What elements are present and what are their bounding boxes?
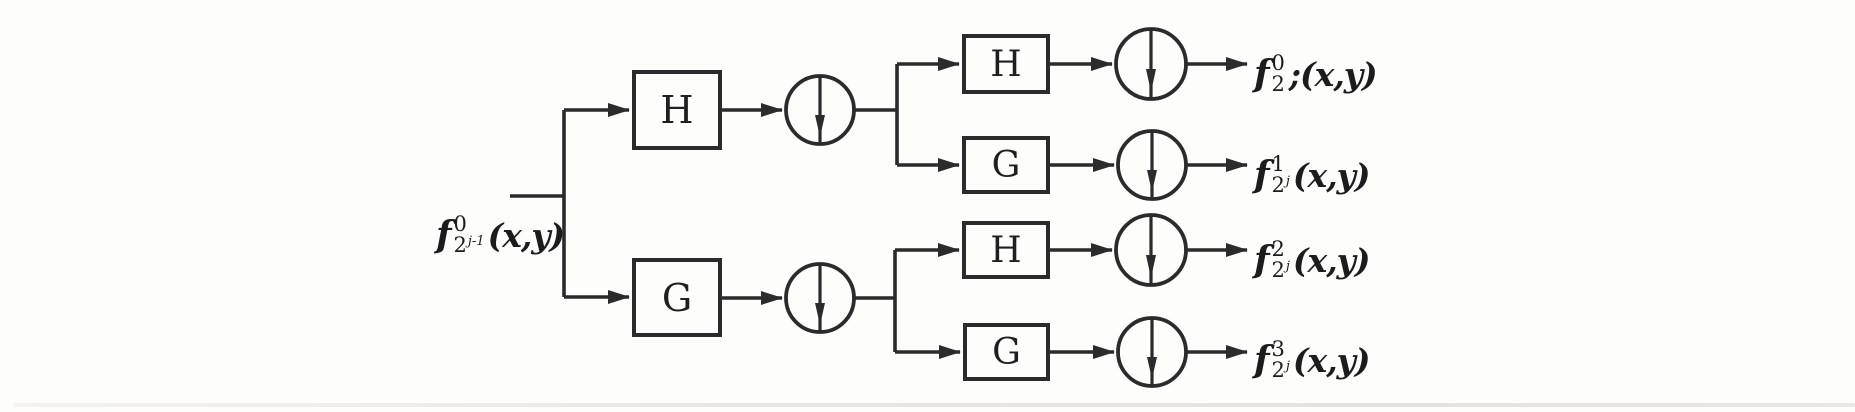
- filter-box-h2: H: [962, 34, 1050, 94]
- output2-args: (x,y): [1292, 155, 1371, 195]
- output3-superscript: 2: [1271, 236, 1285, 261]
- output4-subscript-exponent: j: [1285, 358, 1290, 374]
- output1-f: f: [1254, 53, 1270, 95]
- output4-scripts: 3 2j: [1271, 336, 1290, 382]
- filter-box-g1: G: [632, 258, 722, 337]
- output4-args: (x,y): [1292, 340, 1371, 380]
- filter-box-h1-label: H: [660, 88, 694, 132]
- input-label-scripts: 0 2j-1: [453, 211, 485, 257]
- filter-box-g2: G: [962, 136, 1050, 194]
- input-label-subscript-exponent: j-1: [467, 233, 485, 249]
- input-label-args: (x,y): [487, 215, 566, 255]
- output4-subscript: 2j: [1271, 357, 1290, 382]
- downsample-icon-3: [1114, 27, 1188, 101]
- output1-args: ;(x,y): [1288, 54, 1378, 94]
- filter-box-g3: G: [963, 323, 1050, 381]
- output4-f: f: [1254, 339, 1270, 381]
- output3-f: f: [1254, 239, 1270, 281]
- input-label-subscript: 2j-1: [453, 232, 485, 257]
- filter-box-g3-label: G: [992, 331, 1021, 373]
- output1-scripts: 0 2: [1271, 50, 1286, 96]
- output1-superscript: 0: [1271, 50, 1285, 75]
- page-scan-rule: [14, 403, 1855, 407]
- downsample-icon-4: [1116, 129, 1188, 201]
- output-label-4: f 3 2j (x,y): [1254, 328, 1371, 392]
- filter-box-g2-label: G: [991, 144, 1021, 186]
- output1-subscript: 2: [1271, 71, 1285, 96]
- output-label-2: f 1 2j (x,y): [1254, 143, 1371, 207]
- filter-box-h3: H: [962, 221, 1050, 279]
- output2-subscript-exponent: j: [1285, 173, 1290, 189]
- input-label-f: f: [436, 214, 452, 256]
- output2-superscript: 1: [1271, 151, 1285, 176]
- filter-box-h3-label: H: [990, 229, 1022, 271]
- output2-scripts: 1 2j: [1271, 151, 1290, 197]
- output2-subscript: 2j: [1271, 172, 1290, 197]
- output3-subscript-exponent: j: [1285, 258, 1290, 274]
- downsample-icon-6: [1116, 316, 1188, 388]
- downsample-icon-5: [1114, 213, 1188, 287]
- downsample-icon-2: [784, 262, 856, 334]
- filter-box-h1: H: [632, 70, 722, 150]
- filter-box-h2-label: H: [990, 43, 1022, 85]
- input-label-superscript: 0: [453, 211, 467, 236]
- output2-f: f: [1254, 154, 1270, 196]
- output-label-3: f 2 2j (x,y): [1254, 228, 1371, 292]
- output3-args: (x,y): [1292, 240, 1371, 280]
- output3-scripts: 2 2j: [1271, 236, 1290, 282]
- output3-subscript: 2j: [1271, 257, 1290, 282]
- output4-superscript: 3: [1271, 336, 1285, 361]
- downsample-icon-1: [784, 74, 856, 146]
- output-label-1: f 0 2 ;(x,y): [1254, 42, 1378, 106]
- input-signal-label: f 0 2j-1 (x,y): [436, 203, 566, 267]
- filter-box-g1-label: G: [661, 275, 693, 320]
